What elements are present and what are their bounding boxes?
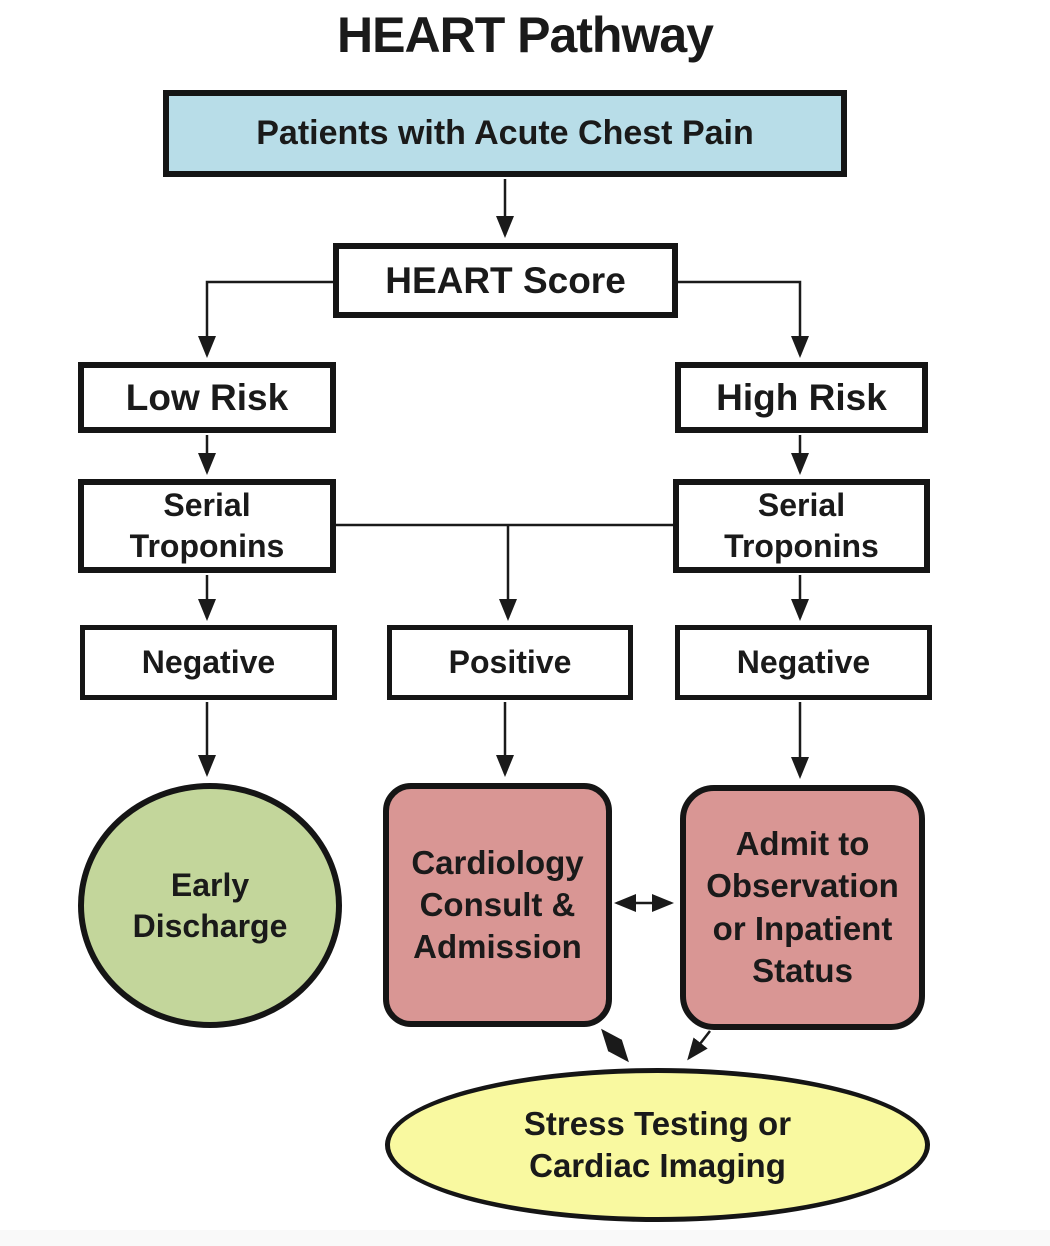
node-label: Serial Troponins: [724, 487, 879, 564]
node-label: Serial Troponins: [129, 487, 285, 564]
node-patients-acute-chest-pain: Patients with Acute Chest Pain: [163, 90, 847, 177]
node-positive: Positive: [387, 625, 633, 700]
edge-admit-to-stress: [687, 1030, 711, 1061]
node-label: Positive: [448, 644, 572, 681]
node-label: Low Risk: [125, 376, 289, 418]
node-heart-score: HEART Score: [333, 243, 678, 318]
node-label: Admit to Observation or Inpatient Status: [706, 825, 899, 989]
edge-cardiology-to-stress: [601, 1028, 629, 1063]
edge-heart_score-to-high_risk: [678, 280, 809, 358]
node-serial-troponins-right: Serial Troponins: [673, 479, 930, 573]
node-label: Patients with Acute Chest Pain: [256, 113, 754, 152]
node-negative-right: Negative: [675, 625, 932, 700]
node-admit-observation-inpatient: Admit to Observation or Inpatient Status: [680, 785, 925, 1030]
node-label: Negative: [141, 644, 276, 681]
node-high-risk: High Risk: [675, 362, 928, 433]
edge-heart_score-to-low_risk: [198, 280, 333, 358]
node-label: Negative: [736, 644, 871, 681]
node-label: Stress Testing or Cardiac Imaging: [523, 1104, 792, 1184]
node-stress-testing-cardiac-imaging: Stress Testing or Cardiac Imaging: [385, 1068, 930, 1222]
node-early-discharge: Early Discharge: [78, 783, 342, 1028]
footer-strip: [0, 1230, 1050, 1246]
node-negative-left: Negative: [80, 625, 337, 700]
node-label: Cardiology Consult & Admission: [411, 843, 584, 966]
node-cardiology-consult-admission: Cardiology Consult & Admission: [383, 783, 612, 1027]
node-label: HEART Score: [385, 259, 626, 301]
node-serial-troponins-left: Serial Troponins: [78, 479, 336, 573]
page-title: HEART Pathway: [337, 7, 714, 63]
node-label: Early Discharge: [132, 866, 288, 944]
node-low-risk: Low Risk: [78, 362, 336, 433]
node-label: High Risk: [716, 376, 887, 418]
